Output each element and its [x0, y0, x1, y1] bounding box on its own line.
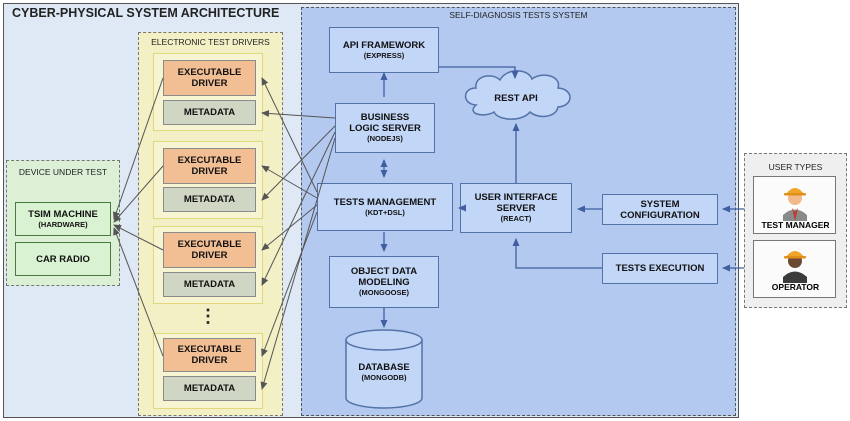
tests-management-label: TESTS MANAGEMENT: [333, 196, 437, 208]
executable-driver-box: EXECUTABLE DRIVER: [163, 60, 256, 96]
executable-driver-box: EXECUTABLE DRIVER: [163, 148, 256, 184]
car-radio-box: CAR RADIO: [15, 242, 111, 276]
tests-management-box: TESTS MANAGEMENT (KDT+DSL): [317, 183, 453, 231]
rest-api-cloud: [464, 70, 571, 120]
test-manager-label: TEST MANAGER: [761, 220, 830, 230]
object-data-label: OBJECT DATA MODELING: [350, 266, 418, 288]
tsim-machine-box: TSIM MACHINE (HARDWARE): [15, 202, 111, 236]
metadata-box: METADATA: [163, 272, 256, 297]
api-framework-box: API FRAMEWORK (EXPRESS): [329, 27, 439, 73]
executable-driver-box: EXECUTABLE DRIVER: [163, 338, 256, 372]
self-diagnosis-title: SELF-DIAGNOSIS TESTS SYSTEM: [449, 10, 588, 20]
executable-driver-box: EXECUTABLE DRIVER: [163, 232, 256, 268]
metadata-box: METADATA: [163, 376, 256, 401]
user-types-title: USER TYPES: [768, 162, 823, 172]
tests-management-sublabel: (KDT+DSL): [365, 207, 405, 217]
ui-server-sublabel: (REACT): [500, 214, 532, 223]
database-label-group: DATABASE (MONGODB): [346, 358, 422, 386]
metadata-box: METADATA: [163, 100, 256, 125]
test-manager-icon: [783, 188, 807, 221]
database-label: DATABASE: [358, 361, 410, 373]
diagram-title: CYBER-PHYSICAL SYSTEM ARCHITECTURE: [12, 6, 280, 20]
ui-server-label: USER INTERFACE SERVER: [474, 192, 558, 214]
database-sublabel: (MONGODB): [361, 372, 407, 382]
electronic-test-drivers-title: ELECTRONIC TEST DRIVERS: [151, 37, 270, 47]
tsim-machine-label: TSIM MACHINE: [28, 208, 98, 220]
tests-execution-box: TESTS EXECUTION: [602, 253, 718, 284]
metadata-box: METADATA: [163, 187, 256, 212]
business-logic-server-box: BUSINESS LOGIC SERVER (NODEJS): [335, 103, 435, 153]
user-interface-server-box: USER INTERFACE SERVER (REACT): [460, 183, 572, 233]
object-data-sublabel: (MONGOOSE): [359, 288, 409, 297]
database-cylinder: [345, 329, 423, 409]
business-logic-sublabel: (NODEJS): [367, 134, 403, 143]
more-drivers-ellipsis: ⋮: [199, 306, 217, 326]
system-configuration-box: SYSTEM CONFIGURATION: [602, 194, 718, 225]
api-framework-label: API FRAMEWORK: [342, 39, 426, 51]
test-manager-box: TEST MANAGER: [753, 176, 836, 234]
tsim-machine-sublabel: (HARDWARE): [38, 219, 88, 229]
operator-icon: [783, 251, 807, 283]
business-logic-label: BUSINESS LOGIC SERVER: [349, 112, 421, 134]
operator-label: OPERATOR: [771, 282, 820, 292]
device-under-test-title: DEVICE UNDER TEST: [18, 167, 108, 177]
api-framework-sublabel: (EXPRESS): [363, 50, 405, 60]
rest-api-label: REST API: [494, 92, 538, 104]
object-data-modeling-box: OBJECT DATA MODELING (MONGOOSE): [329, 256, 439, 308]
operator-box: OPERATOR: [753, 240, 836, 298]
